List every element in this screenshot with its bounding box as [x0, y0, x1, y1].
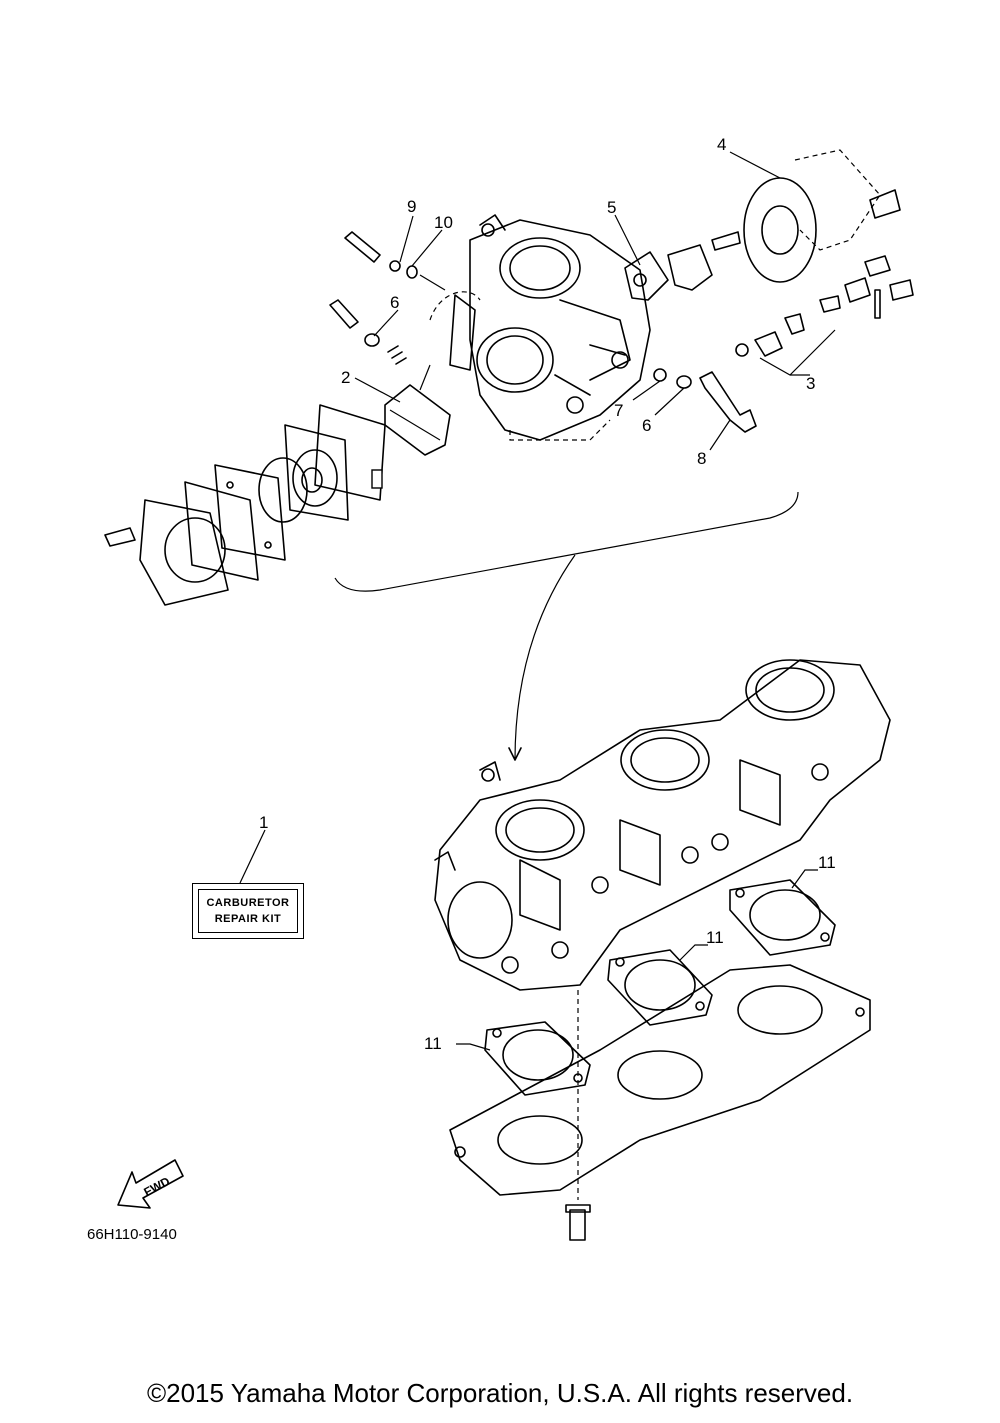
carburetor-exploded-view — [104, 149, 914, 761]
intake-manifold — [449, 964, 871, 1241]
diagram-code: 66H110-9140 — [87, 1226, 177, 1243]
callout-6-left: 6 — [390, 293, 399, 312]
callout-10: 10 — [434, 213, 453, 232]
callout-3: 3 — [806, 374, 815, 393]
carburetor-assembly — [434, 659, 891, 991]
carburetor-repair-kit-label: CARBURETOR REPAIR KIT — [192, 883, 304, 939]
callout-6-right: 6 — [642, 416, 651, 435]
callout-1: 1 — [259, 813, 268, 832]
callout-2: 2 — [341, 368, 350, 387]
callout-numbers: 1 2 3 4 5 6 6 7 8 9 10 11 11 11 — [259, 135, 836, 1053]
callout-11-middle: 11 — [706, 928, 724, 947]
kit-label-line-2: REPAIR KIT — [214, 913, 282, 925]
callout-5: 5 — [607, 198, 616, 217]
intake-gaskets — [484, 879, 836, 1096]
callout-leaders — [239, 151, 836, 1051]
kit-label-inner: CARBURETOR REPAIR KIT — [198, 889, 298, 933]
callout-4: 4 — [717, 135, 726, 154]
callout-11-bottom: 11 — [424, 1034, 442, 1053]
callout-11-top: 11 — [818, 853, 836, 872]
copyright-notice: ©2015 Yamaha Motor Corporation, U.S.A. A… — [146, 1378, 854, 1408]
callout-9: 9 — [407, 197, 416, 216]
fwd-arrow-icon: FWD — [117, 1159, 184, 1209]
callout-8: 8 — [697, 449, 706, 468]
kit-label-line-1: CARBURETOR — [206, 897, 290, 909]
callout-7: 7 — [614, 401, 623, 420]
